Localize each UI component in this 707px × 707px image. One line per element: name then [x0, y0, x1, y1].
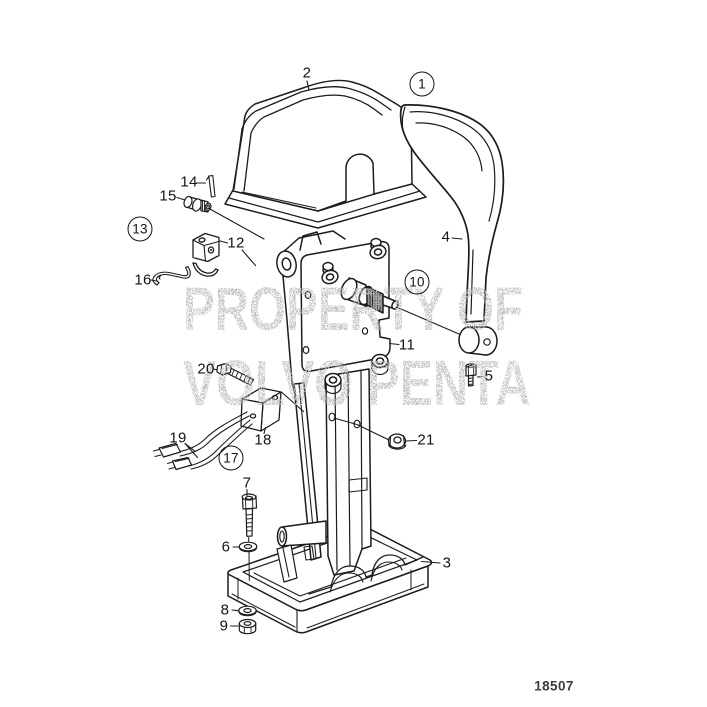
figure-number: 18507: [534, 678, 574, 694]
callout-13: 13: [127, 216, 153, 242]
callout-17: 17: [218, 445, 244, 471]
housing-part-11: [300, 237, 391, 395]
nut-part-21: [387, 433, 407, 450]
leader-lines: [150, 80, 485, 627]
watermark-line2: VOLVO PENTA: [183, 347, 531, 419]
callout-8: 8: [220, 601, 230, 619]
shaft-part-10: [340, 277, 399, 314]
switch-part-18: [240, 387, 282, 432]
cover-part-2: [224, 79, 427, 229]
plug-part-15: [183, 195, 212, 213]
handle-part-4: [399, 104, 505, 356]
base-clamp-profile: [276, 544, 424, 595]
callout-4: 4: [441, 228, 451, 246]
callout-7: 7: [242, 474, 252, 492]
callout-21: 21: [417, 431, 435, 449]
callout-15: 15: [159, 187, 177, 205]
callout-14: 14: [180, 173, 198, 191]
mast-column: [276, 368, 372, 576]
callout-3: 3: [442, 554, 452, 572]
callout-12: 12: [227, 234, 245, 252]
washer-part-6: [238, 541, 258, 553]
callout-10: 10: [404, 269, 430, 295]
pin-part-14: [205, 175, 216, 198]
callout-6: 6: [221, 538, 231, 556]
callout-20: 20: [197, 360, 215, 378]
watermark-line1: PROPERTY OF: [183, 275, 523, 343]
callout-11: 11: [398, 336, 416, 354]
callout-1: 1: [409, 71, 435, 97]
callout-19: 19: [169, 429, 187, 447]
bolt-part-7: [241, 493, 258, 581]
washer-part-8: [238, 605, 257, 617]
callout-16: 16: [134, 271, 152, 289]
callout-9: 9: [219, 617, 229, 635]
callout-18: 18: [254, 431, 272, 449]
bracket-part-12: [192, 232, 220, 277]
callout-2: 2: [302, 64, 312, 82]
screw-part-5: [465, 363, 477, 387]
wires-part-19: [152, 411, 253, 471]
callout-5: 5: [484, 367, 494, 385]
bolt-part-20: [216, 362, 255, 386]
nut-part-9: [238, 618, 257, 635]
watermark: PROPERTY OF VOLVO PENTA: [183, 275, 531, 419]
